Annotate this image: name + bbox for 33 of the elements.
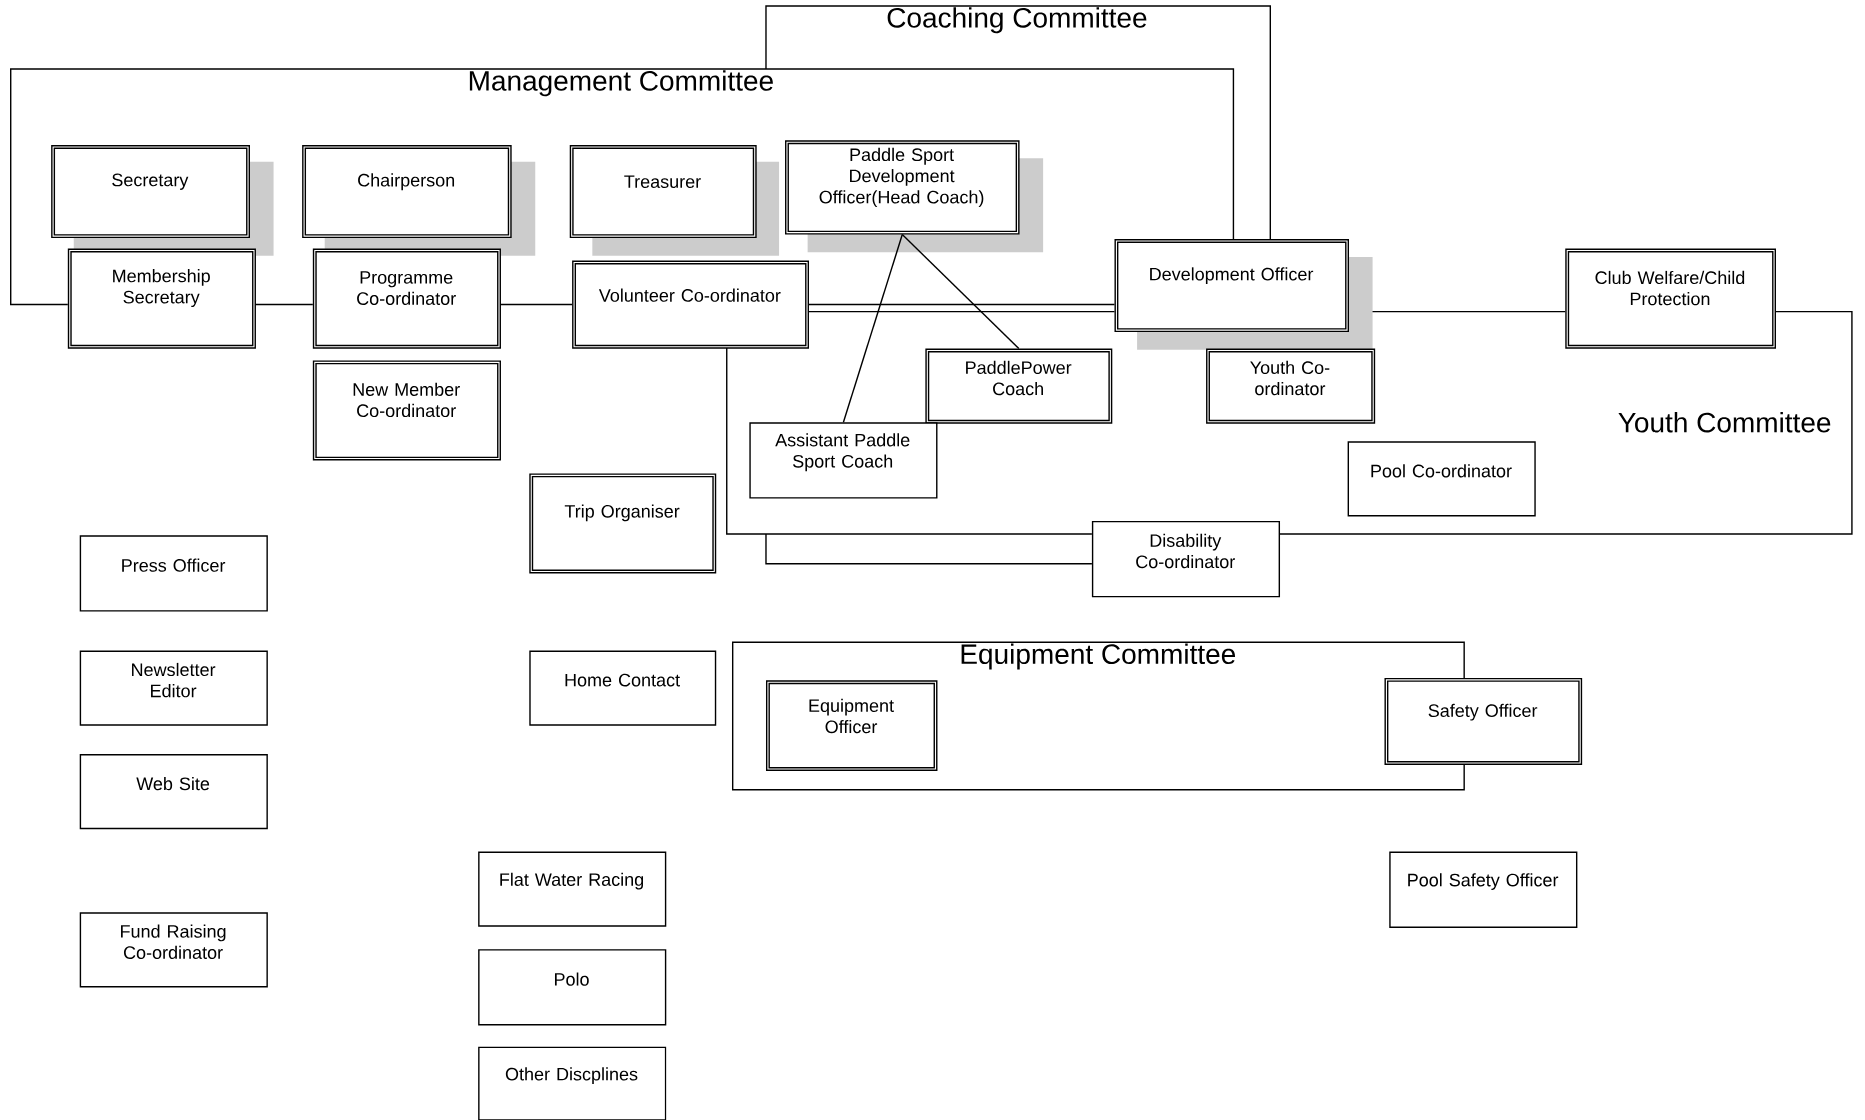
role-box: Equipment Officer	[766, 680, 938, 771]
role-box: Assistant Paddle Sport Coach	[749, 422, 938, 499]
role-box: Volunteer Co-ordinator	[572, 260, 809, 349]
role-box: Fund Raising Co-ordinator	[79, 912, 268, 988]
committee-title: Coaching Committee	[887, 7, 1147, 34]
role-box: Membership Secretary	[67, 248, 256, 349]
role-box: Polo	[478, 949, 667, 1026]
connector-line	[901, 233, 1020, 350]
role-box: Safety Officer	[1384, 677, 1583, 765]
role-box: Pool Safety Officer	[1389, 851, 1578, 928]
role-box: Paddle Sport Development Officer(Head Coach)	[785, 140, 1020, 235]
connector-line	[842, 233, 903, 423]
role-box: Secretary	[51, 145, 250, 239]
role-box: Home Contact	[529, 650, 717, 726]
role-box: Press Officer	[79, 535, 268, 612]
role-box: New Member Co-ordinator	[312, 360, 501, 461]
role-box: PaddlePower Coach	[925, 348, 1113, 424]
role-box: Trip Organiser	[529, 473, 717, 574]
role-box: Newsletter Editor	[79, 650, 268, 726]
role-box: Web Site	[79, 754, 268, 830]
role-box: Other Discplines	[478, 1046, 667, 1120]
role-box: Club Welfare/Child Protection	[1565, 248, 1776, 349]
role-box: Development Officer	[1114, 239, 1349, 333]
role-box: Flat Water Racing	[478, 851, 667, 927]
committee-title: Equipment Committee	[961, 643, 1236, 670]
role-box: Pool Co-ordinator	[1347, 441, 1536, 517]
role-box: Youth Co-ordinator	[1206, 348, 1376, 424]
role-box: Treasurer	[569, 145, 757, 239]
committee-title: Youth Committee	[1618, 411, 1831, 433]
role-box: Disability Co-ordinator	[1091, 520, 1280, 598]
role-box: Chairperson	[302, 145, 512, 239]
role-box: Programme Co-ordinator	[312, 248, 501, 349]
committee-title: Management Committee	[469, 70, 773, 97]
